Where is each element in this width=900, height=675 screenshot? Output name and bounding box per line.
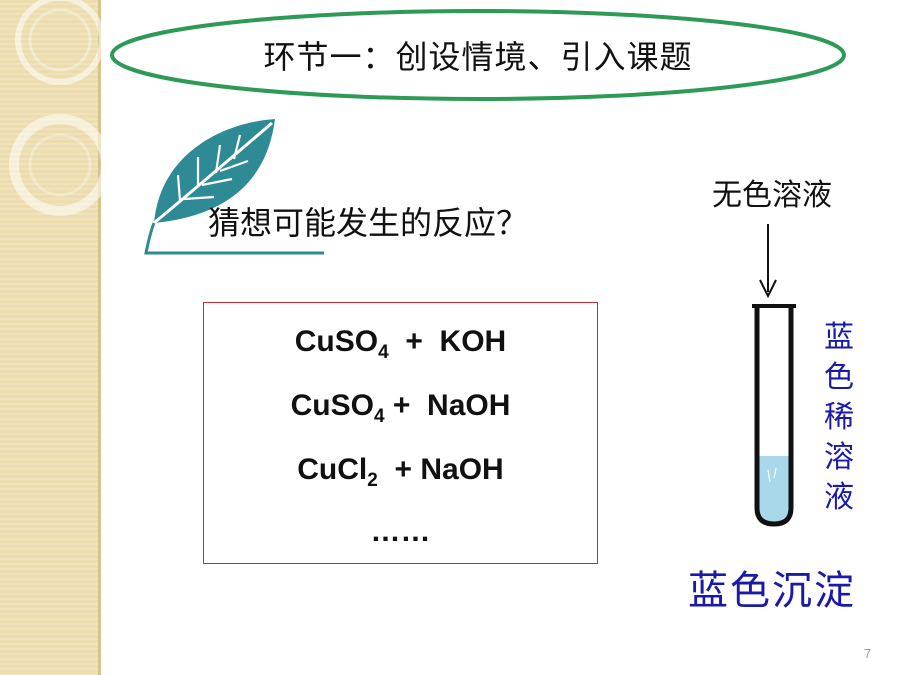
leaf-icon xyxy=(144,119,324,255)
side-decoration-strip xyxy=(0,0,98,675)
equations-box: CuSO4 + KOH CuSO4 + NaOH CuCl2 + NaOH …… xyxy=(203,302,598,564)
down-arrow-icon xyxy=(759,224,777,299)
equation-line: CuSO4 + KOH xyxy=(294,325,507,363)
blue-precipitate-label: 蓝色沉淀 xyxy=(688,568,856,614)
question-text: 猜想可能发生的反应？ xyxy=(208,204,529,242)
blue-dilute-solution-label: 蓝 色 稀 溶 液 xyxy=(824,320,854,515)
decorative-rings xyxy=(9,0,110,216)
colorless-solution-label: 无色溶液 xyxy=(712,178,832,213)
equation-line: CuCl2 + NaOH xyxy=(297,453,504,491)
equation-ellipsis: …… xyxy=(370,515,431,548)
equation-line: CuSO4 + NaOH xyxy=(290,389,511,427)
page-number: 7 xyxy=(864,646,872,661)
slide-title: 环节一：创设情境、引入课题 xyxy=(263,38,693,76)
test-tube-illustration xyxy=(752,224,796,527)
title-ellipse xyxy=(110,9,846,101)
side-strip-edge xyxy=(98,0,101,675)
test-tube-icon xyxy=(752,304,796,527)
